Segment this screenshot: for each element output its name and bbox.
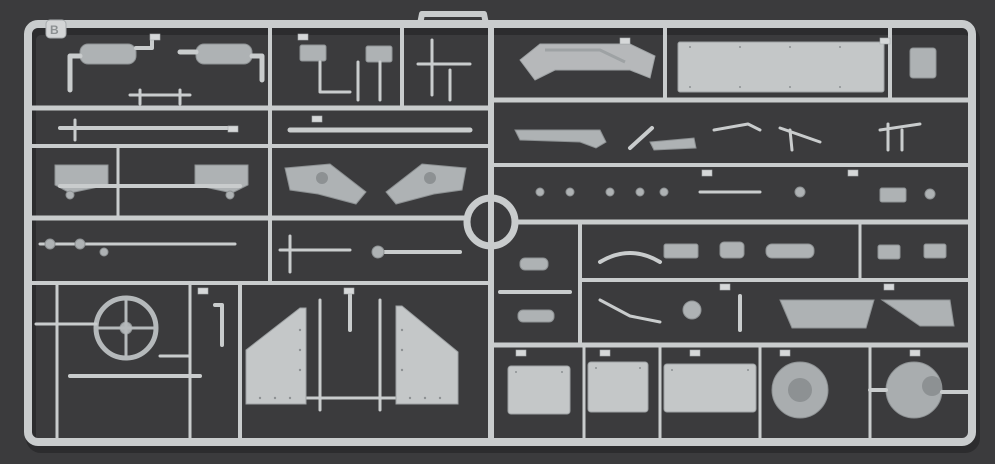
lever-parts: [514, 122, 922, 152]
steering-wheel-part: [34, 295, 224, 378]
suspension-arm-parts: [284, 163, 467, 205]
sprue-letter: B: [50, 23, 59, 37]
linkage-parts: [38, 234, 462, 274]
side-panel-parts: [245, 288, 459, 405]
differential-housing-parts: [771, 361, 970, 419]
sprue-letter-tab: B: [45, 19, 67, 39]
engine-cover-panel-part: [677, 41, 885, 93]
part-number-tabs: [149, 33, 921, 357]
muffler-parts: [67, 38, 265, 106]
long-bar-parts: [58, 118, 473, 142]
chassis-frame-part: [519, 43, 656, 81]
right-runners: [491, 26, 973, 442]
box-bracket-part: [909, 47, 937, 79]
bracket-row-parts: [519, 241, 947, 271]
small-fitting-parts: [535, 186, 936, 203]
hinge-row-parts: [498, 290, 955, 332]
bottom-box-parts: [507, 361, 757, 415]
fender-bracket-parts: [54, 164, 249, 200]
left-runners: [29, 26, 491, 442]
small-hinge-parts: [299, 38, 472, 102]
